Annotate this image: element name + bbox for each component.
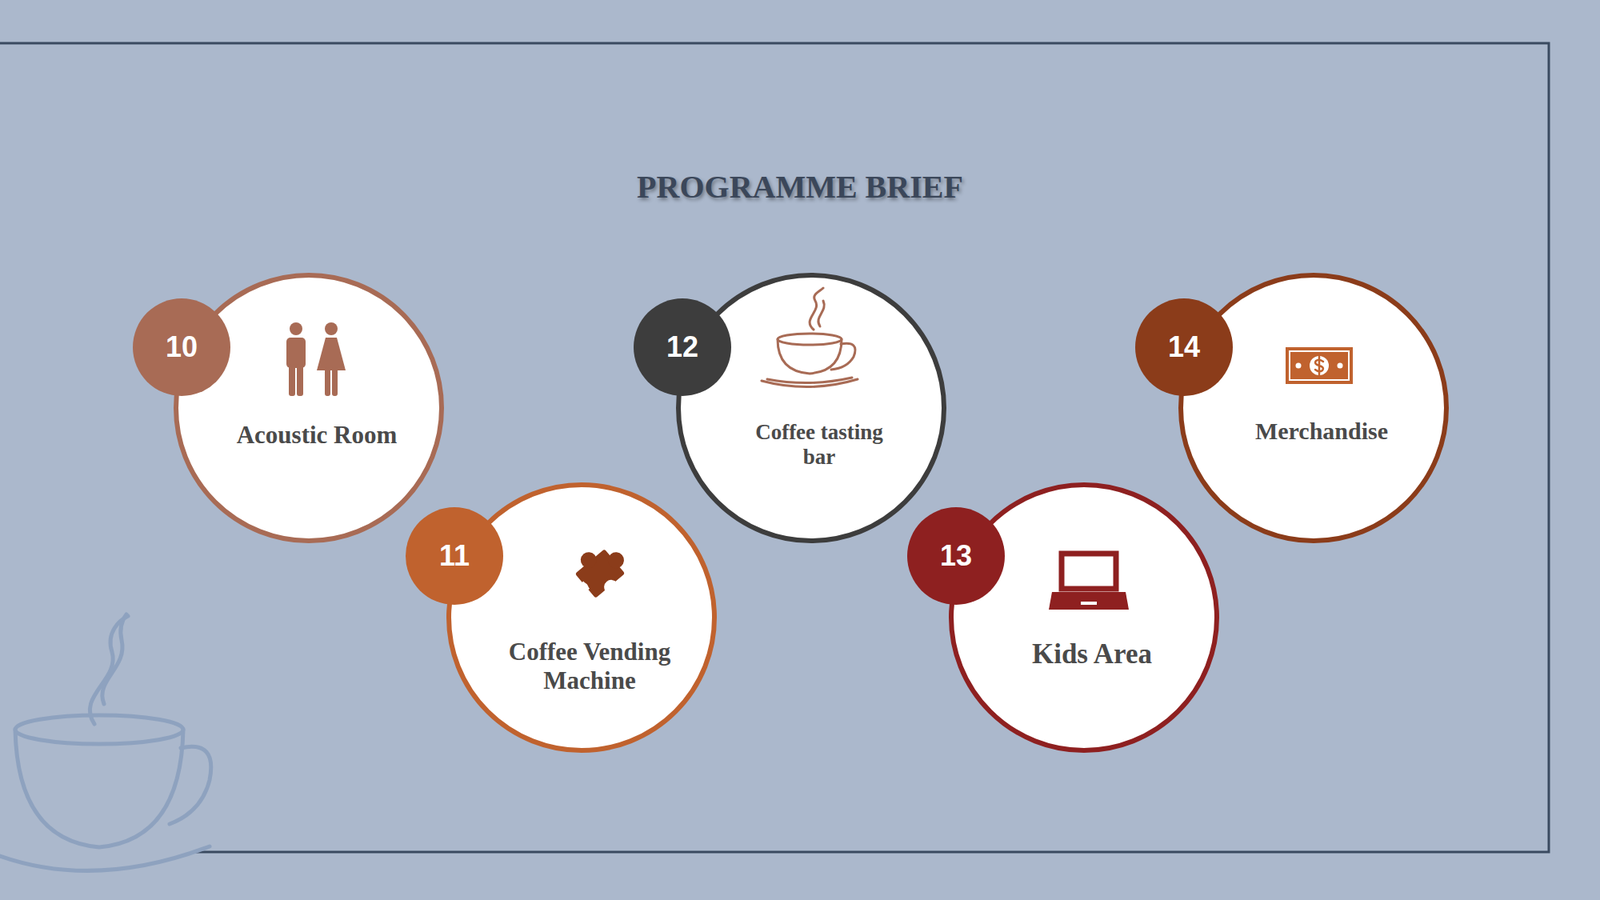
label-block: Coffee Vending Machine: [485, 637, 694, 695]
callout-number: 11: [405, 507, 504, 605]
callout-number: 13: [907, 507, 1005, 605]
label-block: Merchandise: [1217, 417, 1426, 446]
label-block: Coffee tasting bar: [739, 420, 900, 470]
callout-number: 14: [1135, 298, 1233, 396]
number-badge: 10: [132, 298, 231, 396]
programme-circle: 14Merchandise: [1178, 272, 1449, 544]
node-label: Coffee tasting bar: [739, 420, 900, 470]
number-badge: 14: [1135, 298, 1233, 396]
badge-circle: [633, 298, 732, 396]
page-title: PROGRAMME BRIEF: [0, 168, 1600, 206]
label-block: Kids Area: [988, 638, 1196, 671]
laptop-icon: [1048, 553, 1129, 610]
frame-line: [0, 43, 1549, 852]
cup-icon: [761, 288, 858, 388]
node-label: Kids Area: [988, 638, 1196, 671]
badge-circle: [907, 507, 1005, 605]
badge-circle: [132, 298, 231, 396]
puzzle-icon: [562, 535, 639, 611]
node-label: Merchandise: [1217, 417, 1426, 446]
badge-circle: [1135, 298, 1233, 396]
money-icon: [1285, 347, 1353, 384]
number-badge: 12: [633, 298, 732, 396]
number-badge: 13: [907, 507, 1005, 605]
number-badge: 11: [405, 507, 504, 605]
programme-circle: 11Coffee Vending Machine: [446, 482, 717, 753]
programme-circle: 10Acoustic Room: [173, 272, 444, 544]
people-icon: [286, 322, 346, 396]
node-label: Coffee Vending Machine: [485, 637, 694, 695]
programme-circle: 13Kids Area: [948, 482, 1220, 753]
programme-circle: 12Coffee tasting bar: [676, 272, 947, 544]
cup-watermark: [0, 614, 212, 871]
callout-number: 12: [633, 298, 732, 396]
callout-number: 10: [132, 298, 231, 396]
node-label: Acoustic Room: [212, 420, 421, 450]
label-block: Acoustic Room: [212, 420, 421, 450]
badge-circle: [405, 507, 504, 605]
